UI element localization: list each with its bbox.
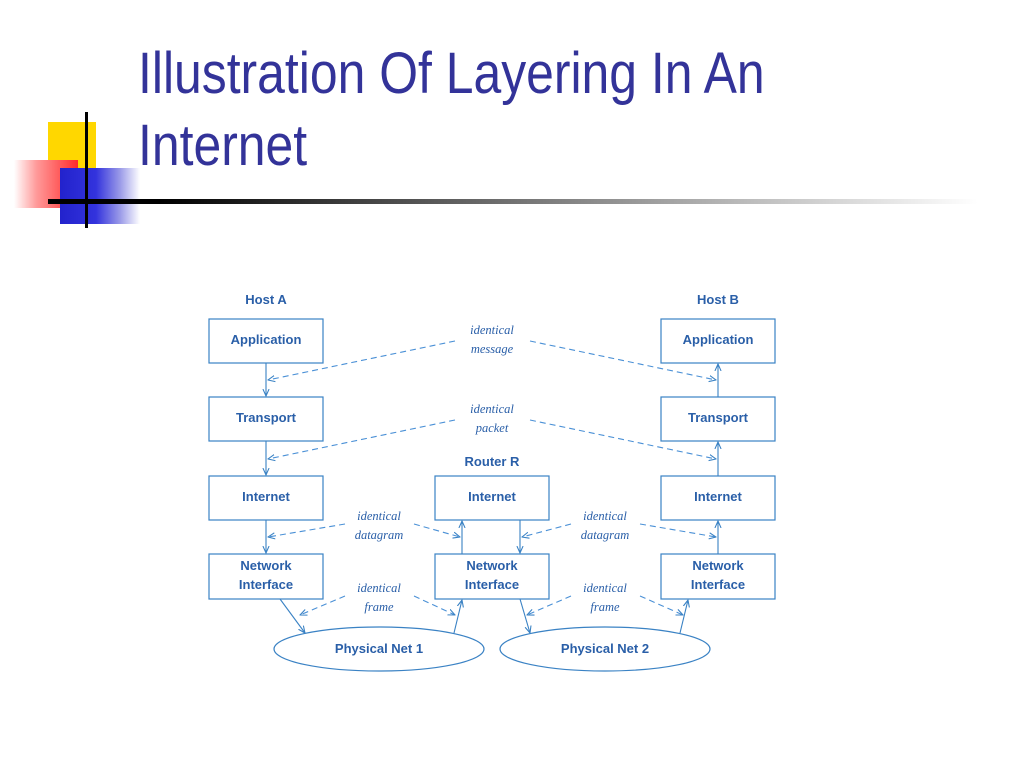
host-b-application-box — [660, 318, 776, 364]
router-r-label: Router R — [465, 454, 521, 469]
physical-net-2-ellipse — [499, 626, 711, 672]
dashed-frame-left-a — [300, 595, 346, 615]
arrow-net2-to-b-network — [679, 600, 688, 634]
slide-title-line-1: Illustration Of Layering In An — [138, 41, 765, 106]
physical-net-2-label: Physical Net 2 — [561, 641, 649, 656]
dashed-packet-left — [268, 419, 456, 459]
title-underline — [48, 199, 978, 204]
host-a-application-box — [208, 318, 324, 364]
dashed-frame-left-b — [413, 595, 455, 615]
dashed-packet-right — [529, 419, 716, 459]
dashed-datagram-right-b — [639, 523, 716, 537]
dashed-frame-right-b — [639, 595, 683, 615]
host-b-transport-label: Transport — [688, 410, 749, 425]
host-b-stack: Application Transport Internet Network I… — [660, 318, 776, 600]
physical-net-1-ellipse — [273, 626, 485, 672]
router-interface-label: Interface — [465, 577, 519, 592]
host-a-label: Host A — [245, 292, 287, 307]
identical-packet-label-1: identical — [470, 402, 514, 416]
dashed-message-left — [268, 340, 456, 380]
router-internet-label: Internet — [468, 489, 516, 504]
host-b-interface-label: Interface — [691, 577, 745, 592]
router-internet-box — [434, 475, 550, 521]
host-a-interface-label: Interface — [239, 577, 293, 592]
decor-vertical-line — [85, 112, 88, 228]
host-a-stack: Application Transport Internet Network I… — [208, 318, 324, 600]
host-b-network-label: Network — [692, 558, 744, 573]
host-b-internet-box — [660, 475, 776, 521]
dashed-datagram-right-a — [522, 523, 572, 537]
host-a-network-interface-box — [208, 553, 324, 600]
identical-frame-right-label-2: frame — [590, 600, 620, 614]
host-a-internet-label: Internet — [242, 489, 290, 504]
identical-message-label-2: message — [471, 342, 514, 356]
identical-frame-left-label-1: identical — [357, 581, 401, 595]
slide-title-line-2: Internet — [138, 113, 308, 178]
identical-datagram-left-label-2: datagram — [355, 528, 404, 542]
host-b-label: Host B — [697, 292, 739, 307]
router-network-interface-box — [434, 553, 550, 600]
router-network-label: Network — [466, 558, 518, 573]
identical-message-label-1: identical — [470, 323, 514, 337]
dashed-message-right — [529, 340, 716, 380]
dashed-datagram-left-a — [268, 523, 346, 537]
host-a-transport-box — [208, 396, 324, 442]
identical-packet-label-2: packet — [475, 421, 509, 435]
host-a-application-label: Application — [231, 332, 302, 347]
host-b-internet-label: Internet — [694, 489, 742, 504]
host-b-network-interface-box — [660, 553, 776, 600]
arrow-router-network-to-net2 — [519, 598, 530, 633]
arrow-a-network-to-net1 — [279, 598, 305, 633]
slide-title: Illustration Of Layering In An Internet — [138, 38, 878, 182]
host-a-transport-label: Transport — [236, 410, 297, 425]
identical-datagram-right-label-1: identical — [583, 509, 627, 523]
dashed-frame-right-a — [527, 595, 572, 615]
identical-frame-right-label-1: identical — [583, 581, 627, 595]
host-a-network-label: Network — [240, 558, 292, 573]
identical-frame-left-label-2: frame — [364, 600, 394, 614]
router-stack: Internet Network Interface — [434, 475, 550, 600]
decor-blue-square — [60, 168, 140, 224]
identical-datagram-left-label-1: identical — [357, 509, 401, 523]
host-b-transport-box — [660, 396, 776, 442]
host-a-internet-box — [208, 475, 324, 521]
physical-net-1-label: Physical Net 1 — [335, 641, 423, 656]
arrow-net1-to-router-network — [453, 600, 462, 634]
identical-datagram-right-label-2: datagram — [581, 528, 630, 542]
dashed-datagram-left-b — [413, 523, 460, 537]
host-b-application-label: Application — [683, 332, 754, 347]
